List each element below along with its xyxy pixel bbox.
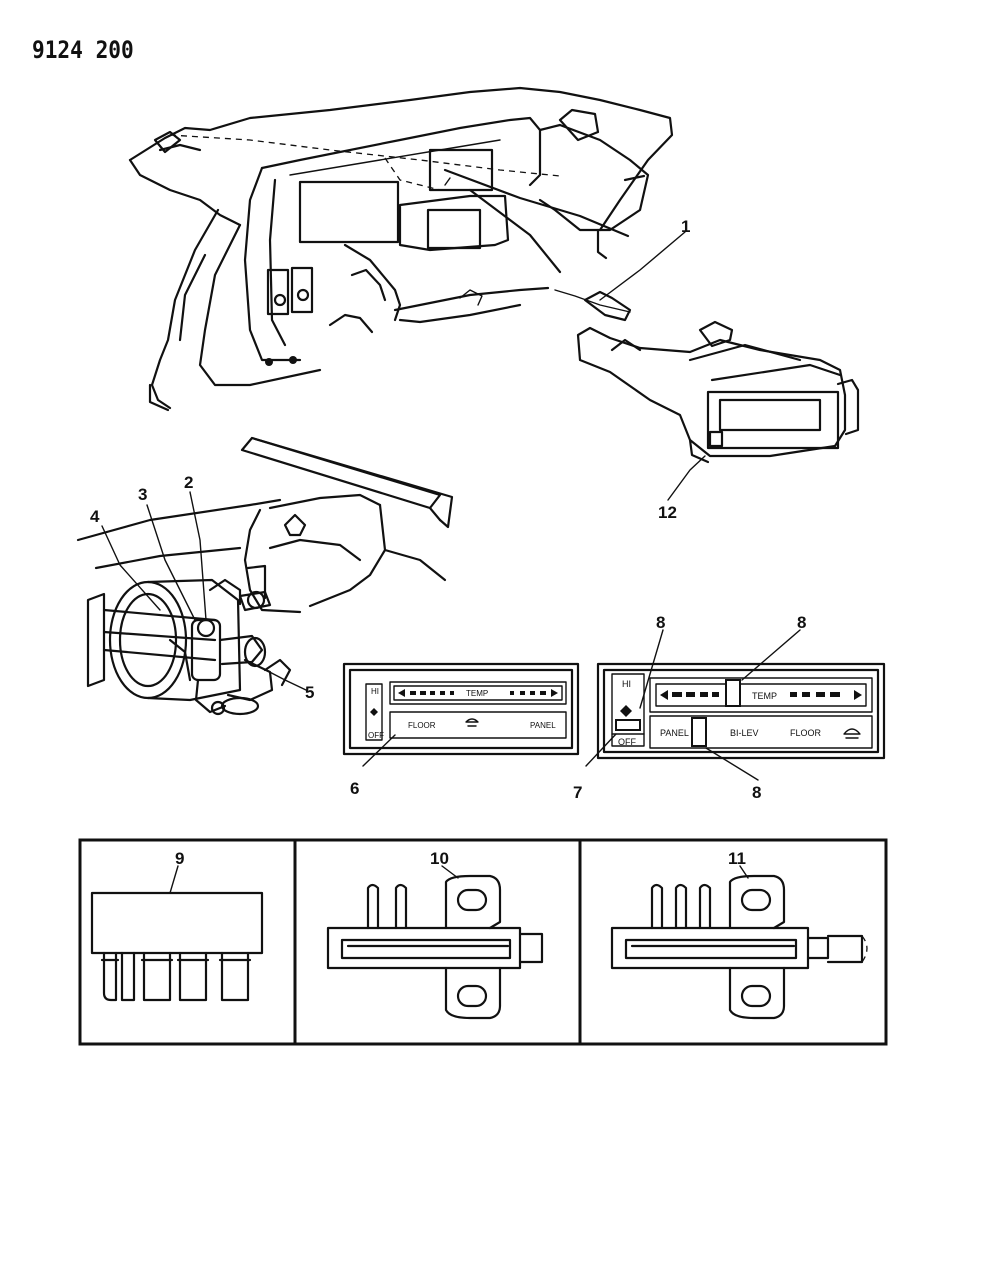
temp-left-arrow-icon: [660, 690, 668, 700]
callout-2: 2: [184, 473, 193, 492]
callout-1: 1: [681, 217, 690, 236]
defrost-icon: [465, 718, 479, 723]
defrost-icon: [843, 728, 861, 735]
temp-slider-knob: [725, 679, 741, 707]
temp-scale-marks: [672, 692, 840, 697]
callout-4: 4: [90, 507, 100, 526]
panel7-floor-label: FLOOR: [790, 728, 822, 738]
fan-icon: [620, 705, 632, 717]
document-id: 9124 200: [32, 36, 134, 64]
callout-9: 9: [175, 849, 184, 868]
callout-12: 12: [658, 503, 677, 522]
callout-11: 11: [728, 849, 746, 868]
callout-8-temp: 8: [797, 613, 806, 632]
callout-8-mode: 8: [752, 783, 761, 802]
panel7-panel-label: PANEL: [660, 728, 689, 738]
callout-7: 7: [573, 783, 582, 802]
blower-switch-10: [326, 865, 544, 1020]
panel7-bilev-label: BI-LEV: [730, 728, 759, 738]
panel6-off-label: OFF: [368, 731, 384, 740]
panel6-temp-label: TEMP: [466, 689, 488, 698]
temp-left-arrow-icon: [398, 689, 405, 697]
instrument-panel-illustration: [128, 86, 674, 412]
mode-slider-knob: [691, 717, 707, 747]
temp-right-arrow-icon: [551, 689, 558, 697]
leader-lines: [101, 231, 706, 691]
callout-10: 10: [430, 849, 449, 868]
temp-right-arrow-icon: [854, 690, 862, 700]
panel6-floor-label: FLOOR: [408, 721, 436, 730]
panel7-temp-label: TEMP: [752, 691, 777, 701]
fan-icon: [370, 708, 378, 716]
switch-detail-boxes: [78, 838, 888, 1046]
callout-3: 3: [138, 485, 147, 504]
callout-5: 5: [305, 683, 314, 702]
hvac-vacuum-assembly: [76, 436, 454, 716]
blower-resistor-9: [90, 865, 264, 1002]
callout-numbers: 1 2 3 4 5 6 7 8 8 8 9 10 11 12: [90, 217, 806, 868]
control-panel-7: HI OFF TEMP PANEL BI-LEV FLOOR: [596, 662, 886, 760]
callout-6: 6: [350, 779, 359, 798]
panel6-hi-label: HI: [371, 687, 379, 696]
temp-scale-marks: [410, 691, 546, 695]
panel7-hi-label: HI: [622, 679, 631, 689]
panel-leader-lines: [362, 629, 801, 781]
blower-switch-11: [610, 865, 868, 1020]
panel7-off-label: OFF: [618, 737, 636, 747]
control-panel-6: HI OFF TEMP FLOOR PANEL: [342, 662, 580, 756]
heater-control-assembly: [554, 289, 860, 464]
panel6-panel-label: PANEL: [530, 721, 556, 730]
callout-8-fan: 8: [656, 613, 665, 632]
